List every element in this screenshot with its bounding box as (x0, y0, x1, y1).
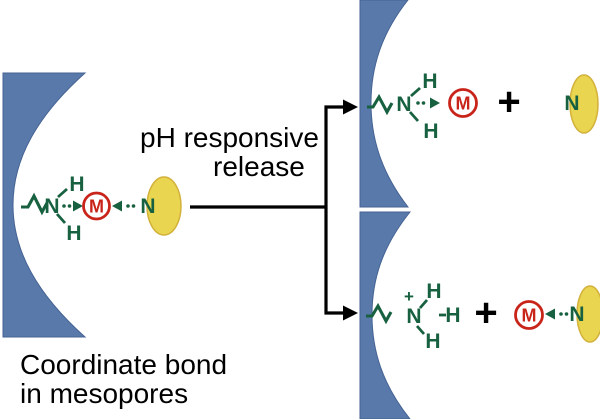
coordinate-dots (421, 101, 426, 105)
ligand-molecule (576, 285, 600, 343)
reactant-complex: N H H M N (21, 173, 182, 245)
product-bottom-protonated-amine: + N H H H + M N (366, 280, 600, 353)
coordinate-arrow-icon (545, 308, 555, 320)
metal-ion: M (522, 306, 537, 326)
ammonium-charge: + (404, 287, 414, 306)
coordinate-dots (62, 204, 66, 208)
coordinate-arrow-icon (430, 97, 440, 109)
ligand-nitrogen: N (564, 92, 579, 115)
ligand-molecule (146, 176, 182, 236)
plus-sign: + (474, 291, 497, 335)
plus-sign: + (497, 80, 520, 124)
ligand-nitrogen: N (140, 195, 155, 218)
alkyl-chain-zigzag (367, 93, 394, 116)
n-h-bond-top (418, 299, 429, 309)
hydrogen-right: H (445, 304, 460, 327)
hydrogen-bottom: H (425, 330, 440, 353)
n-h-bond-top (57, 187, 68, 199)
left-mesopore-wall (2, 72, 87, 338)
hydrogen-top: H (426, 280, 441, 303)
product-top-released-ligand: N H H M + N (367, 70, 599, 143)
metal-ion: M (89, 197, 104, 217)
alkyl-chain-zigzag (366, 302, 393, 325)
n-h-bond-bottom (415, 325, 426, 335)
coordinate-dots (67, 204, 72, 208)
arrowhead-top-icon (343, 99, 358, 115)
coordinate-arrow-icon (73, 200, 83, 212)
coordinate-dots (416, 101, 420, 105)
coordinate-dots (126, 204, 130, 208)
metal-ion-circle (82, 191, 111, 221)
alkyl-chain-zigzag (21, 192, 49, 216)
coordinate-dots (559, 312, 563, 316)
arrowhead-bottom-icon (343, 305, 358, 321)
reaction-label-line1: pH responsive (140, 122, 319, 153)
coordinate-arrow-icon (112, 200, 122, 212)
metal-ion-circle (448, 88, 478, 118)
hydrogen-top: H (69, 173, 84, 196)
coordinate-dots (564, 312, 569, 316)
reaction-arrow (190, 99, 358, 321)
top-right-mesopore-wall (359, 0, 410, 208)
coordinate-dots (131, 204, 136, 208)
hydrogen-bottom: H (66, 222, 81, 245)
n-h-bond-bottom (408, 111, 420, 122)
hydrogen-top: H (422, 70, 437, 93)
amine-nitrogen: N (406, 305, 421, 328)
caption-line1: Coordinate bond (20, 349, 227, 380)
n-h-bond-bottom (55, 213, 67, 224)
released-ligand-molecule (569, 74, 599, 134)
caption-line2: in mesopores (20, 378, 188, 409)
hydrogen-bottom: H (423, 120, 438, 143)
metal-ion-circle (514, 300, 544, 330)
amine-nitrogen: N (44, 195, 59, 218)
metal-ion: M (456, 94, 471, 114)
n-h-bond-top (410, 86, 421, 98)
amine-nitrogen: N (396, 93, 411, 116)
ligand-nitrogen: N (569, 303, 584, 326)
reaction-label-line2: release (213, 151, 305, 182)
